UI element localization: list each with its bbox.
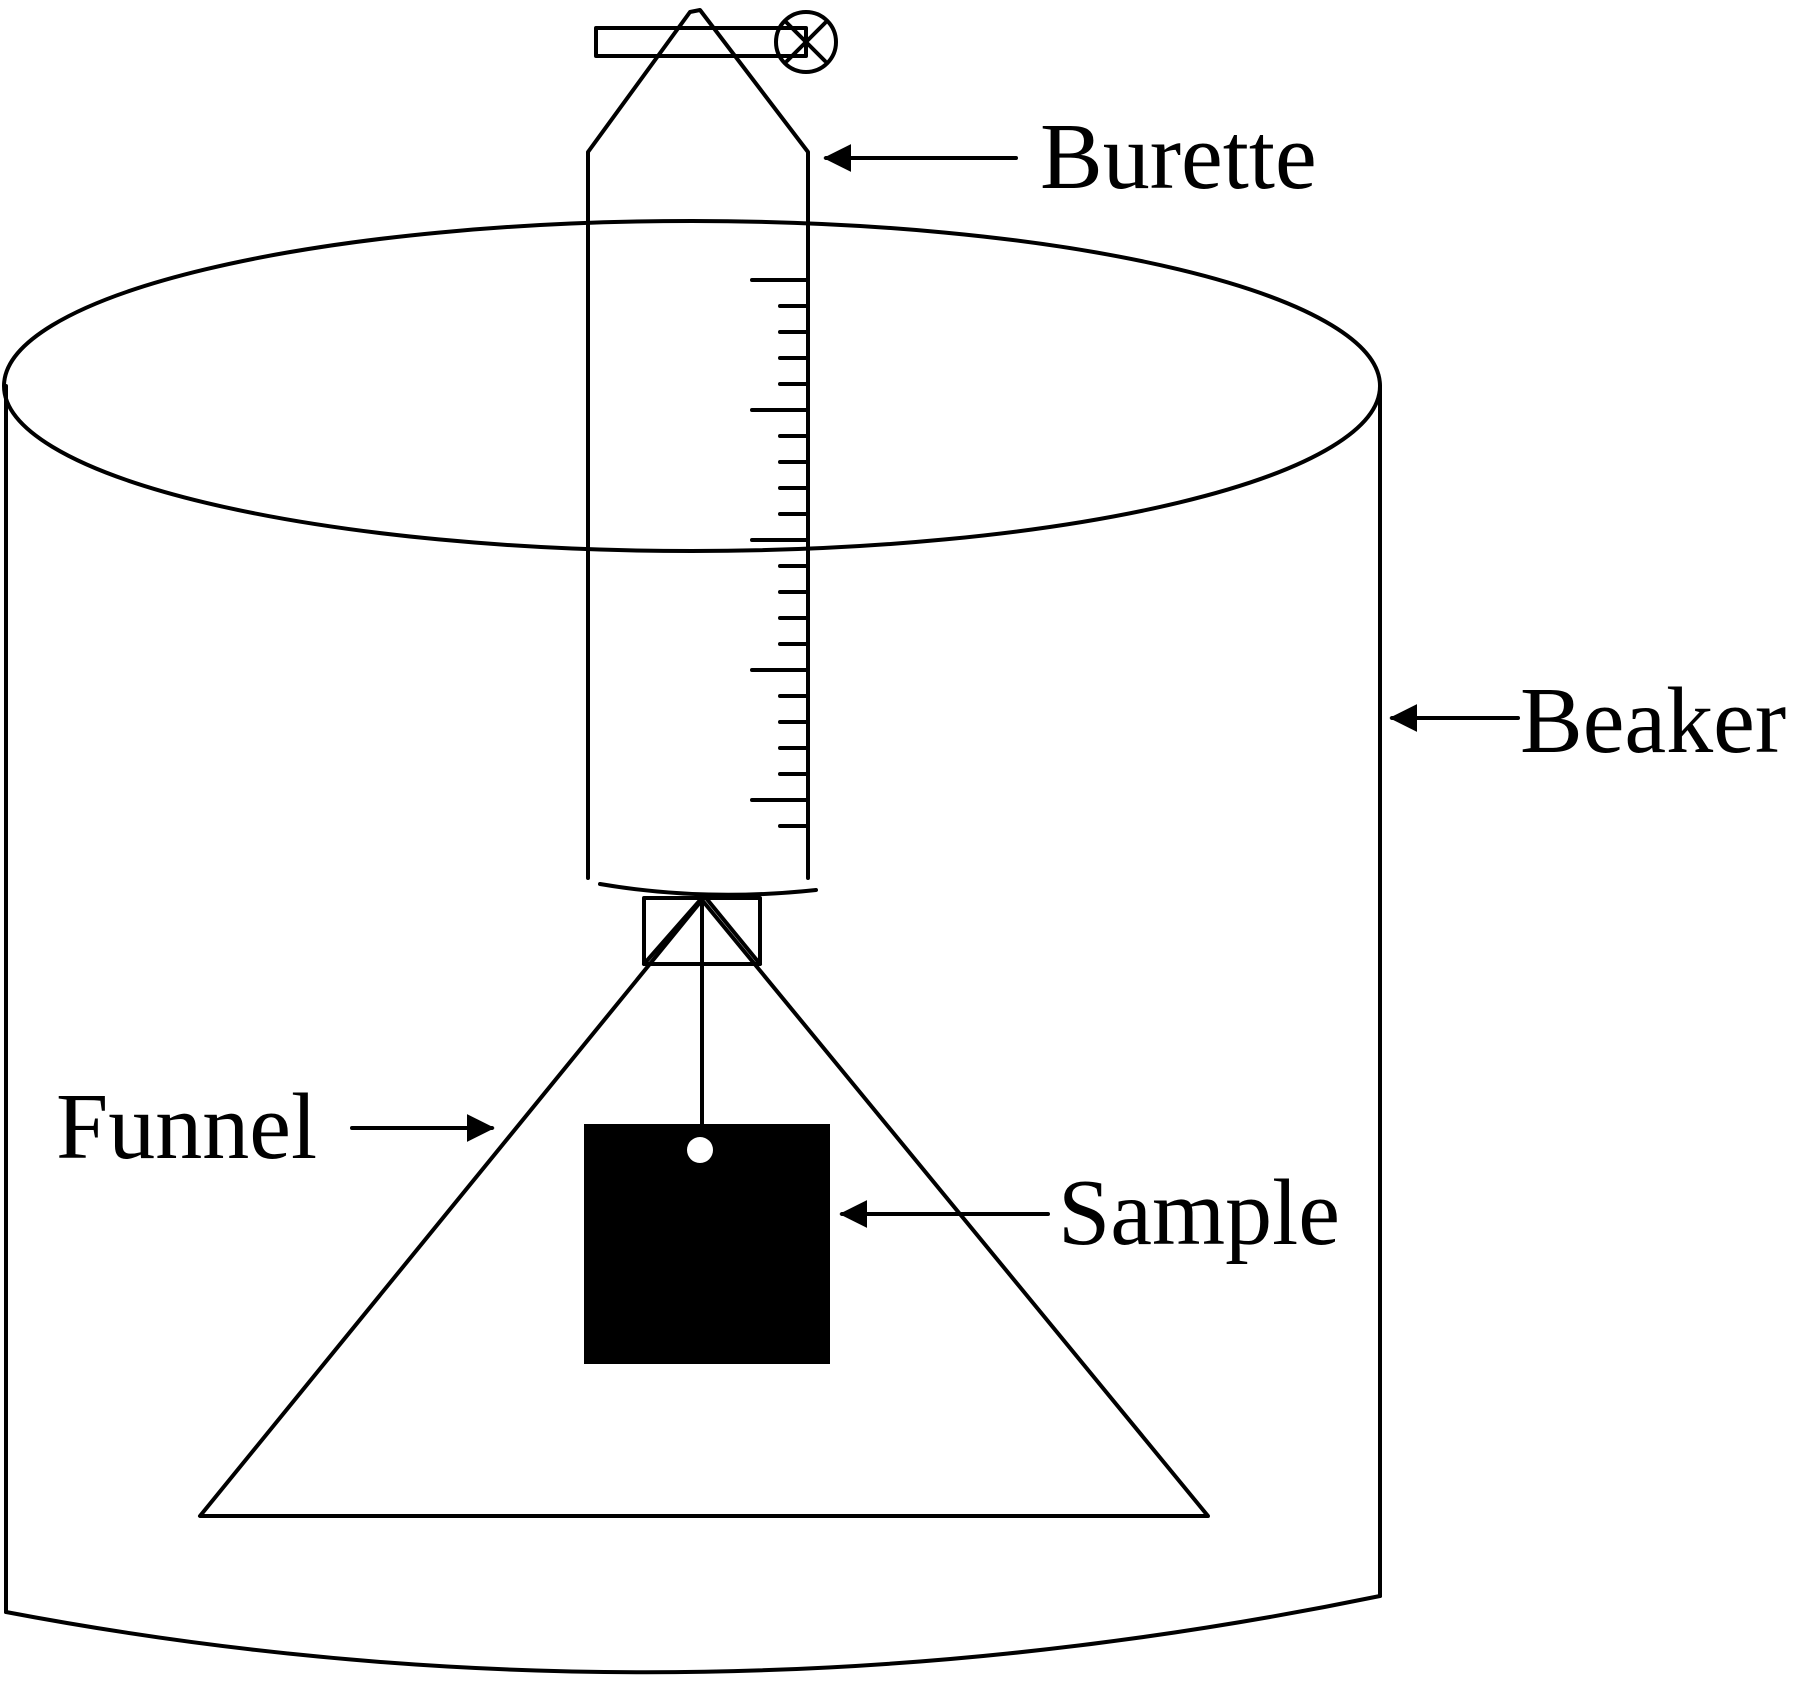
- beaker-bottom: [4, 1594, 1382, 1675]
- beaker-rim: [2, 219, 1382, 553]
- sample-hook-hole: [687, 1137, 713, 1163]
- beaker: [2, 219, 1382, 1675]
- burette-graduation-scale: [750, 278, 810, 828]
- burette: [586, 8, 838, 897]
- sample-block: [584, 1124, 830, 1364]
- burette-body: [586, 8, 810, 880]
- beaker-label: Beaker: [1520, 669, 1786, 773]
- burette-bottom: [598, 882, 818, 897]
- funnel: [198, 898, 1210, 1518]
- funnel-label: Funnel: [56, 1075, 317, 1179]
- burette-stopcock-valve-icon: [774, 10, 838, 74]
- burette-label: Burette: [1040, 105, 1317, 209]
- sample-label: Sample: [1058, 1161, 1340, 1265]
